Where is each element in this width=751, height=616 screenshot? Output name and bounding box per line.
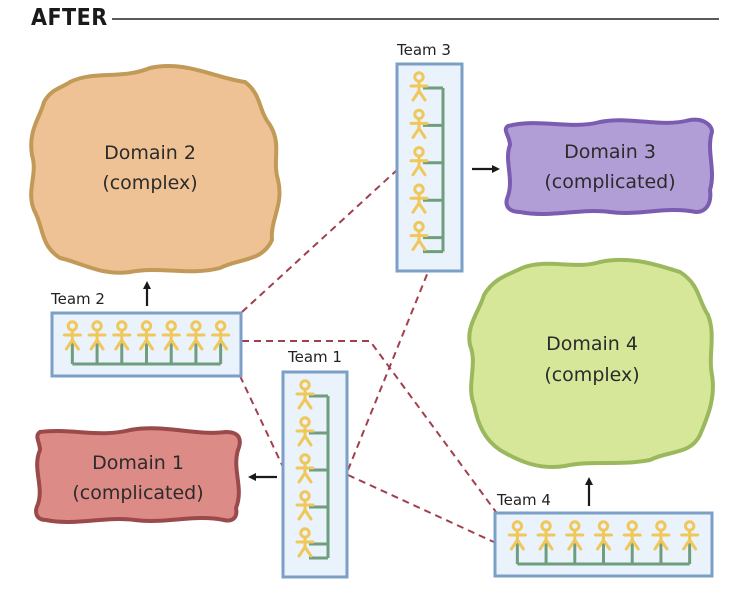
domain-3-type: (complicated): [544, 171, 675, 193]
domain-2: Domain 2 (complex): [29, 63, 282, 275]
team-1-label: Team 1: [288, 348, 342, 366]
domain-2-name: Domain 2: [104, 142, 196, 164]
domain-3-name: Domain 3: [564, 141, 656, 163]
team-member-icon: [409, 71, 429, 102]
link-team2-team4: [242, 340, 497, 513]
team-member-icon: [507, 520, 527, 551]
domain-2-type: (complex): [102, 172, 197, 194]
team-member-icon: [409, 183, 429, 214]
team-connector: [309, 394, 330, 560]
team-2-label: Team 2: [51, 290, 105, 308]
link-team2-team1: [239, 375, 284, 468]
links-layer: [239, 169, 497, 544]
domain-4-type: (complex): [544, 364, 639, 386]
team-box-frame: [395, 62, 464, 273]
team-member-icon: [62, 320, 82, 351]
header-title: AFTER: [31, 5, 108, 31]
team-4-label: Team 4: [497, 491, 551, 509]
team-2-box: [50, 311, 243, 378]
team-member-icon: [536, 520, 556, 551]
team-member-icon: [565, 520, 585, 551]
header-divider: [112, 18, 719, 20]
team-member-icon: [295, 379, 315, 410]
team-member-icon: [409, 108, 429, 139]
domain-1: Domain 1 (complicated): [34, 426, 242, 524]
team-member-icon: [295, 527, 315, 558]
domain-3-shape: [503, 117, 714, 216]
domain-4: Domain 4 (complex): [467, 257, 715, 469]
domain-4-name: Domain 4: [546, 333, 638, 355]
domain-1-name: Domain 1: [92, 452, 184, 474]
link-team1-team4: [347, 474, 497, 544]
team-member-icon: [161, 320, 181, 351]
team-member-icon: [295, 490, 315, 521]
team-box-frame: [281, 370, 349, 579]
team-3-label: Team 3: [397, 41, 451, 59]
team-member-icon: [680, 520, 700, 551]
team-member-icon: [112, 320, 132, 351]
team-member-icon: [409, 146, 429, 177]
team-member-icon: [594, 520, 613, 551]
team-member-icon: [211, 320, 231, 351]
domain-4-shape: [467, 257, 715, 469]
team-3-box: [395, 62, 464, 273]
team-connector: [423, 86, 445, 254]
team-connector: [70, 343, 223, 366]
team-member-icon: [137, 320, 156, 351]
domain-1-shape: [34, 426, 242, 524]
team-member-icon: [186, 320, 206, 351]
team-4-box: [493, 511, 714, 578]
team-1-box: [281, 370, 349, 579]
domain-3: Domain 3 (complicated): [503, 117, 714, 216]
team-member-icon: [87, 320, 107, 351]
domain-1-type: (complicated): [72, 482, 203, 504]
link-team1-team3: [347, 271, 429, 471]
team-member-icon: [295, 416, 315, 447]
team-connector: [515, 543, 692, 566]
team-member-icon: [651, 520, 671, 551]
team-member-icon: [409, 220, 429, 252]
domain-2-shape: [29, 63, 282, 275]
team-member-icon: [622, 520, 642, 551]
team-member-icon: [295, 453, 315, 484]
